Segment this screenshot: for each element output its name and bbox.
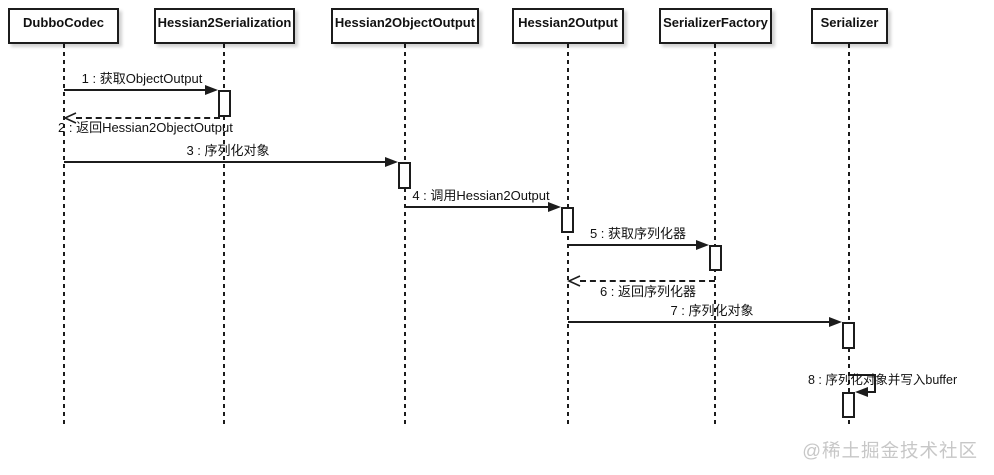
message-3-label: 3 : 序列化对象 bbox=[186, 143, 270, 158]
message-7-line bbox=[568, 321, 829, 323]
message-1-line bbox=[64, 89, 205, 91]
lifeline-dubbocodec bbox=[63, 44, 65, 425]
participant-hessian2objectoutput: Hessian2ObjectOutput bbox=[331, 8, 479, 44]
message-5-label: 5 : 获取序列化器 bbox=[589, 226, 687, 241]
message-6-line bbox=[580, 280, 715, 282]
message-8-loop-top bbox=[850, 374, 876, 376]
message-3-line bbox=[64, 161, 385, 163]
message-1-arrowhead-icon bbox=[205, 85, 218, 95]
lifeline-serializer bbox=[848, 44, 850, 425]
participant-label: Hessian2ObjectOutput bbox=[334, 15, 476, 30]
message-3-arrowhead-icon bbox=[385, 157, 398, 167]
participant-hessian2serialization: Hessian2Serialization bbox=[154, 8, 295, 44]
message-5-line bbox=[568, 244, 696, 246]
message-6-label: 6 : 返回序列化器 bbox=[599, 284, 697, 299]
participant-serializer: Serializer bbox=[811, 8, 888, 44]
message-4-arrowhead-icon bbox=[548, 202, 561, 212]
message-2-label: 2 : 返回Hessian2ObjectOutput bbox=[58, 120, 233, 135]
activation-serializer-1 bbox=[842, 322, 855, 349]
lifeline-hessian2serialization bbox=[223, 44, 225, 425]
lifeline-hessian2objectoutput bbox=[404, 44, 406, 425]
message-2-open-arrowhead-icon bbox=[63, 112, 77, 124]
message-7-arrowhead-icon bbox=[829, 317, 842, 327]
participant-label: Hessian2Output bbox=[518, 15, 618, 30]
participant-dubbocodec: DubboCodec bbox=[8, 8, 119, 44]
activation-serializer-2 bbox=[842, 392, 855, 418]
watermark: @稀土掘金技术社区 bbox=[802, 440, 978, 461]
message-7-label: 7 : 序列化对象 bbox=[670, 303, 754, 318]
lifeline-hessian2output bbox=[567, 44, 569, 425]
message-1-label: 1 : 获取ObjectOutput bbox=[81, 71, 203, 86]
participant-label: Hessian2Serialization bbox=[157, 15, 292, 30]
activation-hessian2output bbox=[561, 207, 574, 233]
participant-hessian2output: Hessian2Output bbox=[512, 8, 624, 44]
participant-serializerfactory: SerializerFactory bbox=[659, 8, 772, 44]
lifeline-serializerfactory bbox=[714, 44, 716, 425]
participant-label: DubboCodec bbox=[23, 15, 104, 30]
activation-serializerfactory bbox=[709, 245, 722, 271]
message-2-line bbox=[76, 117, 220, 119]
participant-label: Serializer bbox=[820, 15, 879, 30]
message-8-loop-bottom bbox=[867, 391, 876, 393]
message-8-arrowhead-icon bbox=[855, 387, 868, 397]
message-8-loop-side bbox=[874, 374, 876, 393]
activation-hessian2objectoutput bbox=[398, 162, 411, 189]
activation-hessian2serialization bbox=[218, 90, 231, 117]
message-4-label: 4 : 调用Hessian2Output bbox=[412, 188, 550, 203]
message-8-label: 8 : 序列化对象并写入buffer bbox=[808, 373, 958, 387]
message-6-open-arrowhead-icon bbox=[567, 275, 581, 287]
message-4-line bbox=[405, 206, 548, 208]
participant-label: SerializerFactory bbox=[663, 15, 768, 30]
message-5-arrowhead-icon bbox=[696, 240, 709, 250]
